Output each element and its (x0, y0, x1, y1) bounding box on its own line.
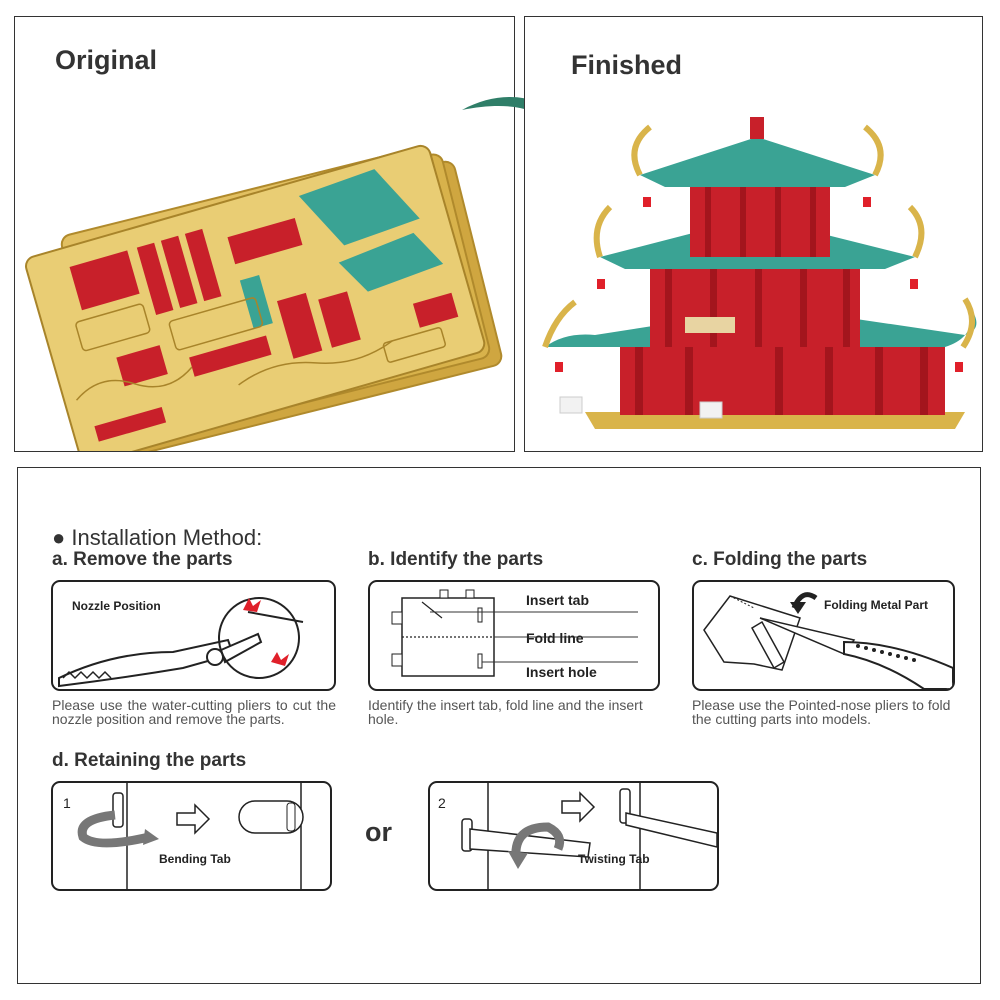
insert-hole-label: Insert hole (526, 664, 597, 680)
step-a-illustration: Nozzle Position (51, 580, 336, 691)
step-c-title: c. Folding the parts (692, 549, 868, 570)
bending-step-number: 1 (63, 795, 71, 811)
finished-heading: Finished (571, 50, 683, 80)
original-panel: Original (14, 16, 515, 452)
nozzle-position-label: Nozzle Position (72, 599, 161, 613)
step-b-title: b. Identify the parts (368, 549, 544, 570)
water-cutting-pliers-icon (58, 597, 304, 688)
installation-heading: ● Installation Method: (52, 525, 263, 550)
original-heading: Original (55, 45, 158, 75)
or-text: or (365, 817, 392, 847)
step-c-illustration: Folding Metal Part (692, 580, 955, 691)
pavilion-model-photo (542, 117, 977, 429)
step-a-caption: Please use the water-cutting pliers to c… (52, 697, 336, 727)
step-c-caption: Please use the Pointed-nose pliers to fo… (692, 697, 951, 727)
step-b-caption: Identify the insert tab, fold line and t… (368, 697, 643, 727)
step-d-title: d. Retaining the parts (52, 750, 247, 771)
finished-panel: Finished (524, 16, 983, 452)
twisting-step-number: 2 (438, 795, 446, 811)
bending-tab-icon (77, 783, 304, 889)
twisting-tab-icon (461, 783, 717, 889)
metal-sheets-photo (25, 144, 503, 451)
folding-metal-part-label: Folding Metal Part (824, 598, 929, 612)
fold-line-label: Fold line (526, 630, 584, 646)
metal-part-diagram-icon (391, 589, 638, 677)
installation-panel: ● Installation Method: a. Remove the par… (17, 467, 981, 984)
bending-tab-illustration: 1 Bending Tab (51, 781, 332, 891)
step-b-illustration: Insert tab Fold line Insert hole (368, 580, 660, 691)
step-a-title: a. Remove the parts (52, 549, 233, 570)
pointed-nose-pliers-icon (703, 592, 953, 689)
twisting-tab-label: Twisting Tab (578, 852, 650, 866)
bending-tab-label: Bending Tab (159, 852, 231, 866)
insert-tab-label: Insert tab (526, 592, 590, 608)
twisting-tab-illustration: 2 Twisting Tab (428, 781, 719, 891)
